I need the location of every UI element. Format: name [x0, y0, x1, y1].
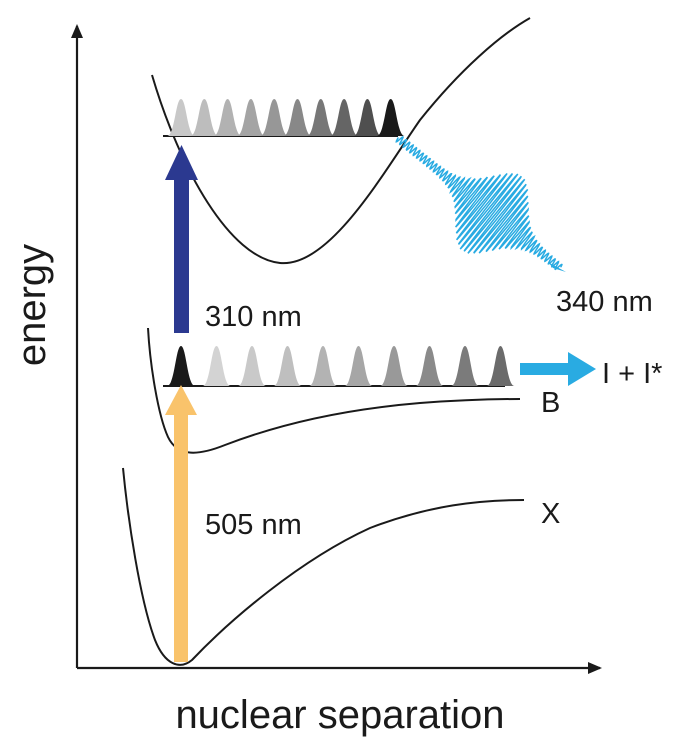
middle-wavepacket-6	[344, 346, 373, 386]
probe-arrow-head	[165, 145, 198, 180]
upper-wavepacket-1	[167, 99, 195, 136]
middle-wavepacket-2	[202, 346, 231, 386]
upper-state-curve	[151, 17, 531, 265]
upper-wavepacket-10	[376, 99, 405, 136]
dissociation-arrow-shaft	[520, 363, 570, 375]
middle-wavepacket-5	[309, 346, 337, 386]
probe-arrow-310	[165, 145, 198, 333]
emission-wave	[395, 135, 563, 271]
dissociation-arrow-head	[568, 352, 596, 386]
upper-wavepacket-row	[167, 99, 405, 136]
upper-wavepacket-8	[330, 99, 359, 136]
pump-arrow-505	[165, 385, 197, 662]
pump-wavelength-label: 505 nm	[205, 509, 302, 541]
middle-wavepacket-row	[167, 346, 515, 386]
products-label: I + I*	[602, 358, 662, 390]
middle-wavepacket-3	[238, 346, 266, 386]
b-state-label: B	[541, 387, 560, 419]
emission-wavelength-label: 340 nm	[556, 286, 653, 318]
upper-wavepacket-6	[283, 99, 312, 136]
upper-wavepacket-9	[353, 99, 382, 136]
upper-wavepacket-4	[236, 99, 265, 136]
probe-arrow-shaft	[174, 176, 189, 333]
middle-wavepacket-7	[380, 346, 408, 386]
upper-wavepacket-7	[306, 99, 335, 136]
middle-wavepacket-4	[273, 346, 302, 386]
b-state-curve	[147, 327, 521, 454]
dissociation-arrow	[520, 352, 596, 386]
middle-wavepacket-9	[451, 346, 479, 386]
pump-arrow-head	[165, 385, 197, 415]
probe-wavelength-label: 310 nm	[205, 301, 302, 333]
ground-state-curve	[122, 467, 525, 666]
emission-arrow-head	[548, 262, 566, 272]
x-state-label: X	[541, 498, 560, 530]
y-axis-label: energy	[10, 244, 54, 366]
pump-arrow-shaft	[174, 412, 188, 662]
upper-wavepacket-5	[260, 99, 289, 136]
x-axis-label: nuclear separation	[175, 693, 504, 737]
middle-wavepacket-8	[415, 346, 444, 386]
upper-wavepacket-3	[213, 99, 242, 136]
middle-wavepacket-1	[167, 346, 195, 386]
middle-wavepacket-10	[486, 346, 515, 386]
upper-wavepacket-2	[190, 99, 219, 136]
